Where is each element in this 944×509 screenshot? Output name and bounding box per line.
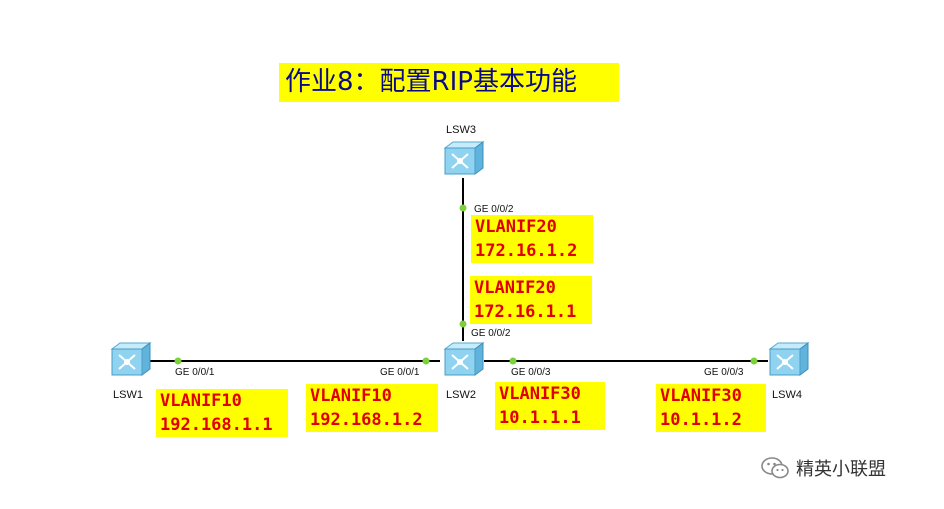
switch-lsw1-icon[interactable] (108, 341, 152, 379)
switch-lsw3-label: LSW3 (446, 124, 476, 136)
port-dot-lsw2-ge003 (509, 357, 517, 365)
port-label-lsw2-ge003: GE 0/0/3 (511, 367, 551, 378)
port-label-lsw4-ge003: GE 0/0/3 (704, 367, 744, 378)
switch-lsw3-icon[interactable] (441, 140, 485, 178)
port-label-lsw3-ge002: GE 0/0/2 (474, 204, 514, 215)
ip-address: 10.1.1.2 (660, 410, 742, 430)
vlanif-label: VLANIF30 (660, 386, 742, 406)
ip-address: 172.16.1.1 (474, 302, 577, 322)
ip-address: 10.1.1.1 (499, 408, 581, 428)
interface-box-lsw1-vlanif10: VLANIF10 192.168.1.1 (156, 389, 288, 437)
switch-lsw2-icon[interactable] (441, 341, 485, 379)
port-label-lsw2-ge002: GE 0/0/2 (471, 328, 511, 339)
ip-address: 192.168.1.2 (310, 410, 423, 430)
interface-box-lsw2-vlanif30: VLANIF30 10.1.1.1 (495, 382, 605, 430)
watermark-text: 精英小联盟 (796, 459, 886, 480)
interface-box-lsw2-vlanif20: VLANIF20 172.16.1.1 (470, 276, 592, 324)
vlanif-label: VLANIF20 (475, 217, 557, 237)
port-label-lsw2-ge001: GE 0/0/1 (380, 367, 420, 378)
watermark: 精英小联盟 (760, 455, 886, 481)
vlanif-label: VLANIF30 (499, 384, 581, 404)
port-label-lsw1-ge001: GE 0/0/1 (175, 367, 215, 378)
switch-lsw2-label: LSW2 (446, 389, 476, 401)
ip-address: 172.16.1.2 (475, 241, 578, 261)
port-dot-lsw1-ge001 (174, 357, 182, 365)
switch-lsw4-icon[interactable] (766, 341, 810, 379)
port-dot-lsw2-ge002 (459, 320, 467, 328)
port-dot-lsw2-ge001 (422, 357, 430, 365)
vlanif-label: VLANIF10 (310, 386, 392, 406)
ip-address: 192.168.1.1 (160, 415, 273, 435)
vlanif-label: VLANIF20 (474, 278, 556, 298)
switch-lsw1-label: LSW1 (113, 389, 143, 401)
vlanif-label: VLANIF10 (160, 391, 242, 411)
switch-lsw4-label: LSW4 (772, 389, 802, 401)
interface-box-lsw3-vlanif20: VLANIF20 172.16.1.2 (471, 215, 593, 263)
port-dot-lsw3-ge002 (459, 204, 467, 212)
port-dot-lsw4-ge003 (750, 357, 758, 365)
interface-box-lsw4-vlanif30: VLANIF30 10.1.1.2 (656, 384, 766, 432)
page-title: 作业8：配置RIP基本功能 (279, 63, 619, 102)
wechat-icon (761, 457, 789, 479)
interface-box-lsw2-vlanif10: VLANIF10 192.168.1.2 (306, 384, 438, 432)
